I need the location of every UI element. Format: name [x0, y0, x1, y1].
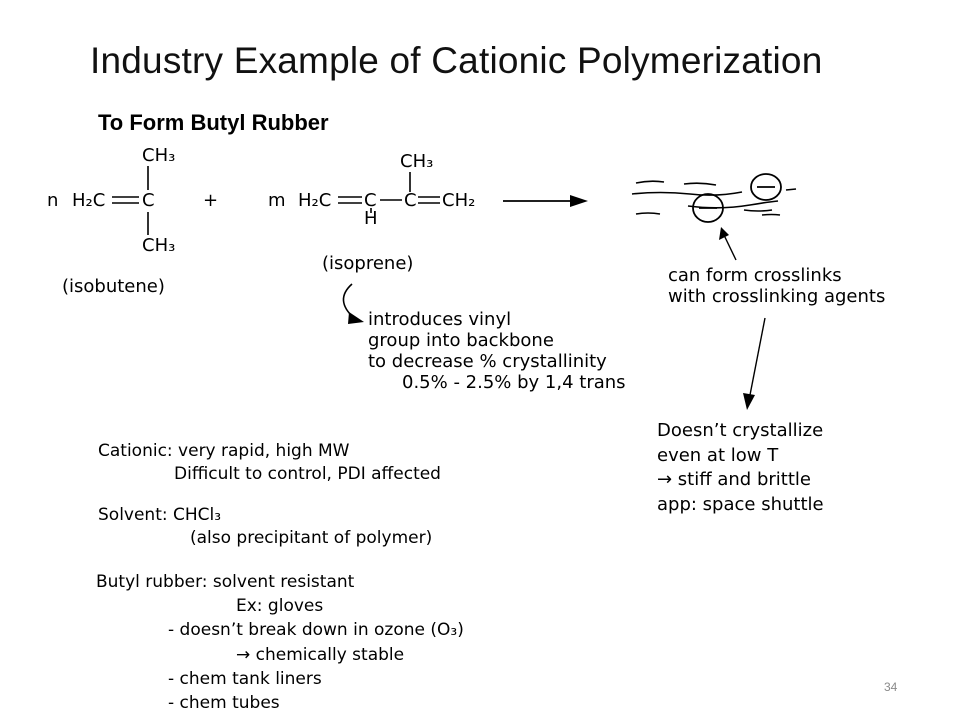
crosslink-circle-left — [692, 193, 724, 223]
page-number: 34 — [884, 680, 898, 694]
isobutene-c: C — [142, 190, 155, 211]
butyl-line: → chemically stable — [236, 644, 405, 665]
isoprene-note: introduces vinyl group into backbone to … — [368, 309, 626, 393]
crosslink-note: can form crosslinks with crosslinking ag… — [668, 265, 885, 307]
crystal-note-line: Doesn’t crystallize — [657, 420, 824, 441]
isobutene-ch3-bottom: CH₃ — [142, 235, 176, 256]
crosslink-circle-right — [750, 173, 782, 201]
isobutene-ch3-top: CH₃ — [142, 145, 176, 166]
isoprene-coef: m — [268, 190, 286, 211]
butyl-line: Butyl rubber: solvent resistant — [96, 572, 355, 592]
isoprene-note-line: to decrease % crystallinity — [368, 351, 607, 372]
isoprene-h2c: H₂C — [298, 190, 332, 211]
crystal-note-line: → stiff and brittle — [657, 469, 811, 490]
isoprene-ch2: CH₂ — [442, 190, 476, 211]
slide-title: Industry Example of Cationic Polymerizat… — [90, 40, 823, 81]
butyl-line: - chem tank liners — [168, 668, 322, 689]
butyl-line: - chem tubes — [168, 693, 280, 714]
isoprene-c2: C — [404, 190, 417, 211]
isoprene-ch3-top: CH₃ — [400, 151, 434, 172]
isobutene-coef: n — [47, 190, 59, 211]
reaction-arrow-head — [570, 195, 588, 207]
isoprene-h: H — [364, 208, 378, 229]
solvent-block: Solvent: CHCl₃ (also precipitant of poly… — [98, 504, 432, 550]
solvent-line: Solvent: CHCl₃ — [98, 505, 222, 525]
butyl-block: Butyl rubber: solvent resistant Ex: glov… — [96, 570, 464, 715]
isoprene-note-line: group into backbone — [368, 330, 554, 351]
plus-sign: + — [203, 190, 219, 211]
isobutene-h2c: H₂C — [72, 190, 106, 211]
crosslink-arrow-head — [719, 227, 729, 240]
isoprene-curved-arrow — [342, 283, 355, 319]
cationic-block: Cationic: very rapid, high MW Difficult … — [98, 440, 441, 486]
cationic-line: Cationic: very rapid, high MW — [98, 441, 350, 461]
isoprene-note-line: introduces vinyl — [368, 309, 512, 330]
crystal-arrow-head — [743, 393, 755, 410]
solvent-line: (also precipitant of polymer) — [190, 528, 433, 548]
isoprene-note-line: 0.5% - 2.5% by 1,4 trans — [402, 372, 626, 393]
cationic-line: Difficult to control, PDI affected — [174, 464, 441, 484]
isoprene-label: (isoprene) — [322, 253, 414, 274]
slide-subtitle: To Form Butyl Rubber — [98, 110, 329, 135]
crosslink-note-line: can form crosslinks — [668, 265, 842, 286]
isobutene-label: (isobutene) — [62, 276, 165, 297]
isoprene-arrow-head — [348, 312, 364, 324]
crystal-note-line: even at low T — [657, 444, 779, 466]
crystal-arrow-shaft — [749, 317, 766, 396]
crystal-note-line: app: space shuttle — [657, 493, 824, 515]
butyl-line: - doesn’t break down in ozone (O₃) — [168, 620, 464, 641]
butyl-line: Ex: gloves — [236, 596, 324, 617]
isoprene-c1: C — [364, 190, 377, 211]
crosslink-note-line: with crosslinking agents — [668, 286, 886, 307]
crystal-note: Doesn’t crystallize even at low T → stif… — [657, 419, 824, 517]
crosslink-arrow-shaft — [722, 232, 737, 261]
